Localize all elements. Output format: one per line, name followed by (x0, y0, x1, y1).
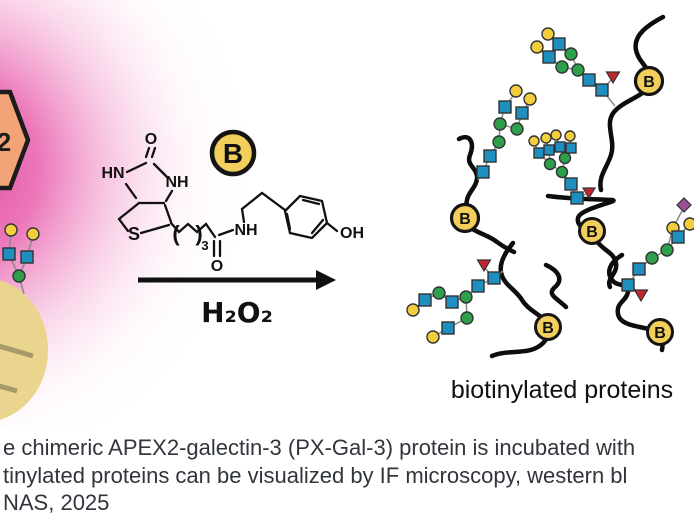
biotin-badge-letter: B (223, 138, 243, 169)
caption-line-1: e chimeric APEX2-galectin-3 (PX-Gal-3) p… (3, 435, 636, 460)
hydroxyl-label: OH (340, 225, 364, 242)
sulfur-label: S (128, 224, 140, 244)
svg-text:B: B (654, 325, 666, 342)
glycan (476, 84, 537, 181)
biotin-badge: B (578, 217, 606, 245)
apex2-label: 2 (0, 127, 11, 157)
biotin-badge: B (534, 313, 562, 341)
protein-strand (489, 240, 551, 359)
biotinylated-proteins-label: biotinylated proteins (451, 376, 673, 404)
hn-label: HN (101, 165, 124, 182)
amide-nh-label: NH (234, 222, 257, 239)
h2o2-label: H₂O₂ (201, 296, 273, 329)
caption: e chimeric APEX2-galectin-3 (PX-Gal-3) p… (3, 434, 635, 517)
svg-text:B: B (542, 320, 554, 337)
cell-blob (0, 280, 48, 420)
paren-open: ( (172, 221, 180, 246)
svg-text:B: B (643, 74, 655, 91)
glycan (530, 27, 621, 107)
biotin-badge: B (633, 65, 665, 97)
pink-glow (0, 0, 260, 430)
svg-text:B: B (586, 224, 598, 241)
protein-strand (456, 135, 517, 255)
biotin-badge: B (449, 202, 481, 234)
membrane-glycan-icon (2, 223, 40, 295)
biotin-phenol-structure: O HN NH S ( ) 3 O NH OH (101, 131, 364, 275)
biotin-badge: B (646, 318, 674, 346)
svg-text:B: B (459, 211, 471, 228)
repeat-subscript: 3 (201, 238, 208, 253)
paren-close: ) (195, 221, 202, 246)
glycan (621, 197, 694, 303)
carbonyl-oxygen-label: O (211, 258, 223, 275)
biotin-badge-legend: B (209, 129, 257, 177)
glycan (406, 259, 504, 344)
nh-ring-label: NH (165, 174, 188, 191)
caption-line-2: tinylated proteins can be visualized by … (3, 462, 628, 488)
urea-oxygen-label: O (145, 131, 157, 148)
protein-strand (543, 262, 569, 310)
protein-strand (598, 14, 666, 193)
apex2-hexagon: 2 (0, 89, 31, 191)
reaction-arrow (138, 270, 336, 290)
glycan (528, 129, 597, 205)
reaction-scheme-illustration: 2 O HN NH S ( ) (0, 0, 694, 430)
caption-line-3: NAS, 2025 (3, 490, 110, 515)
